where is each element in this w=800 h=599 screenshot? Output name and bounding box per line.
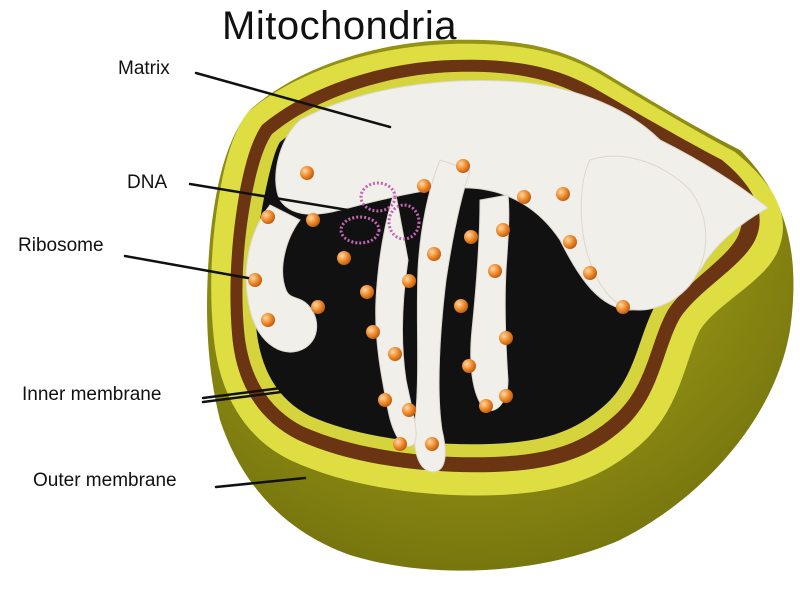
ribosome-dot [261, 210, 275, 224]
label-ribosome: Ribosome [18, 235, 104, 256]
ribosome-dot [563, 235, 577, 249]
diagram-title: Mitochondria [222, 4, 458, 48]
ribosome-dot [616, 300, 630, 314]
outer-membrane-leader-line [214, 476, 307, 489]
label-dna: DNA [127, 172, 168, 193]
ribosome-dot [496, 223, 510, 237]
ribosome-dot [454, 299, 468, 313]
ribosome-dot [583, 266, 597, 280]
ribosome-dot [366, 325, 380, 339]
label-outer-membrane: Outer membrane [33, 470, 177, 491]
ribosome-dot [456, 159, 470, 173]
ribosome-dot [261, 313, 275, 327]
ribosome-dot [402, 274, 416, 288]
ribosome-dot [464, 230, 478, 244]
ribosome-dot [360, 285, 374, 299]
ribosome-dot [462, 359, 476, 373]
dna-rings [339, 181, 421, 245]
leader-lines [123, 71, 392, 489]
ribosome-dot [402, 403, 416, 417]
label-inner-membrane: Inner membrane [22, 384, 162, 405]
ribosome-dot [479, 399, 493, 413]
ribosome-dot [517, 190, 531, 204]
ribosome-dot [417, 179, 431, 193]
ribosomes [248, 159, 630, 451]
ribosome-dot [425, 437, 439, 451]
ribosome-dot [427, 247, 441, 261]
ribosome-dot [378, 393, 392, 407]
ribosome-dot [393, 437, 407, 451]
inner-membrane-leader-line-a [201, 374, 377, 400]
ribosome-dot [248, 273, 262, 287]
ribosome-dot [300, 166, 314, 180]
ribosome-dot [388, 347, 402, 361]
ribosome-dot [499, 331, 513, 345]
ribosome-dot [337, 251, 351, 265]
ribosome-dot [311, 300, 325, 314]
ribosome-dot [306, 213, 320, 227]
ribosome-leader-line [123, 254, 250, 280]
inner-membrane-leader-line-b [201, 378, 377, 404]
ribosome-dot [488, 264, 502, 278]
dna-leader-line [188, 182, 386, 218]
ribosome-dot [556, 187, 570, 201]
matrix-leader-line [194, 71, 392, 129]
label-matrix: Matrix [118, 58, 170, 79]
ribosome-dot [499, 389, 513, 403]
